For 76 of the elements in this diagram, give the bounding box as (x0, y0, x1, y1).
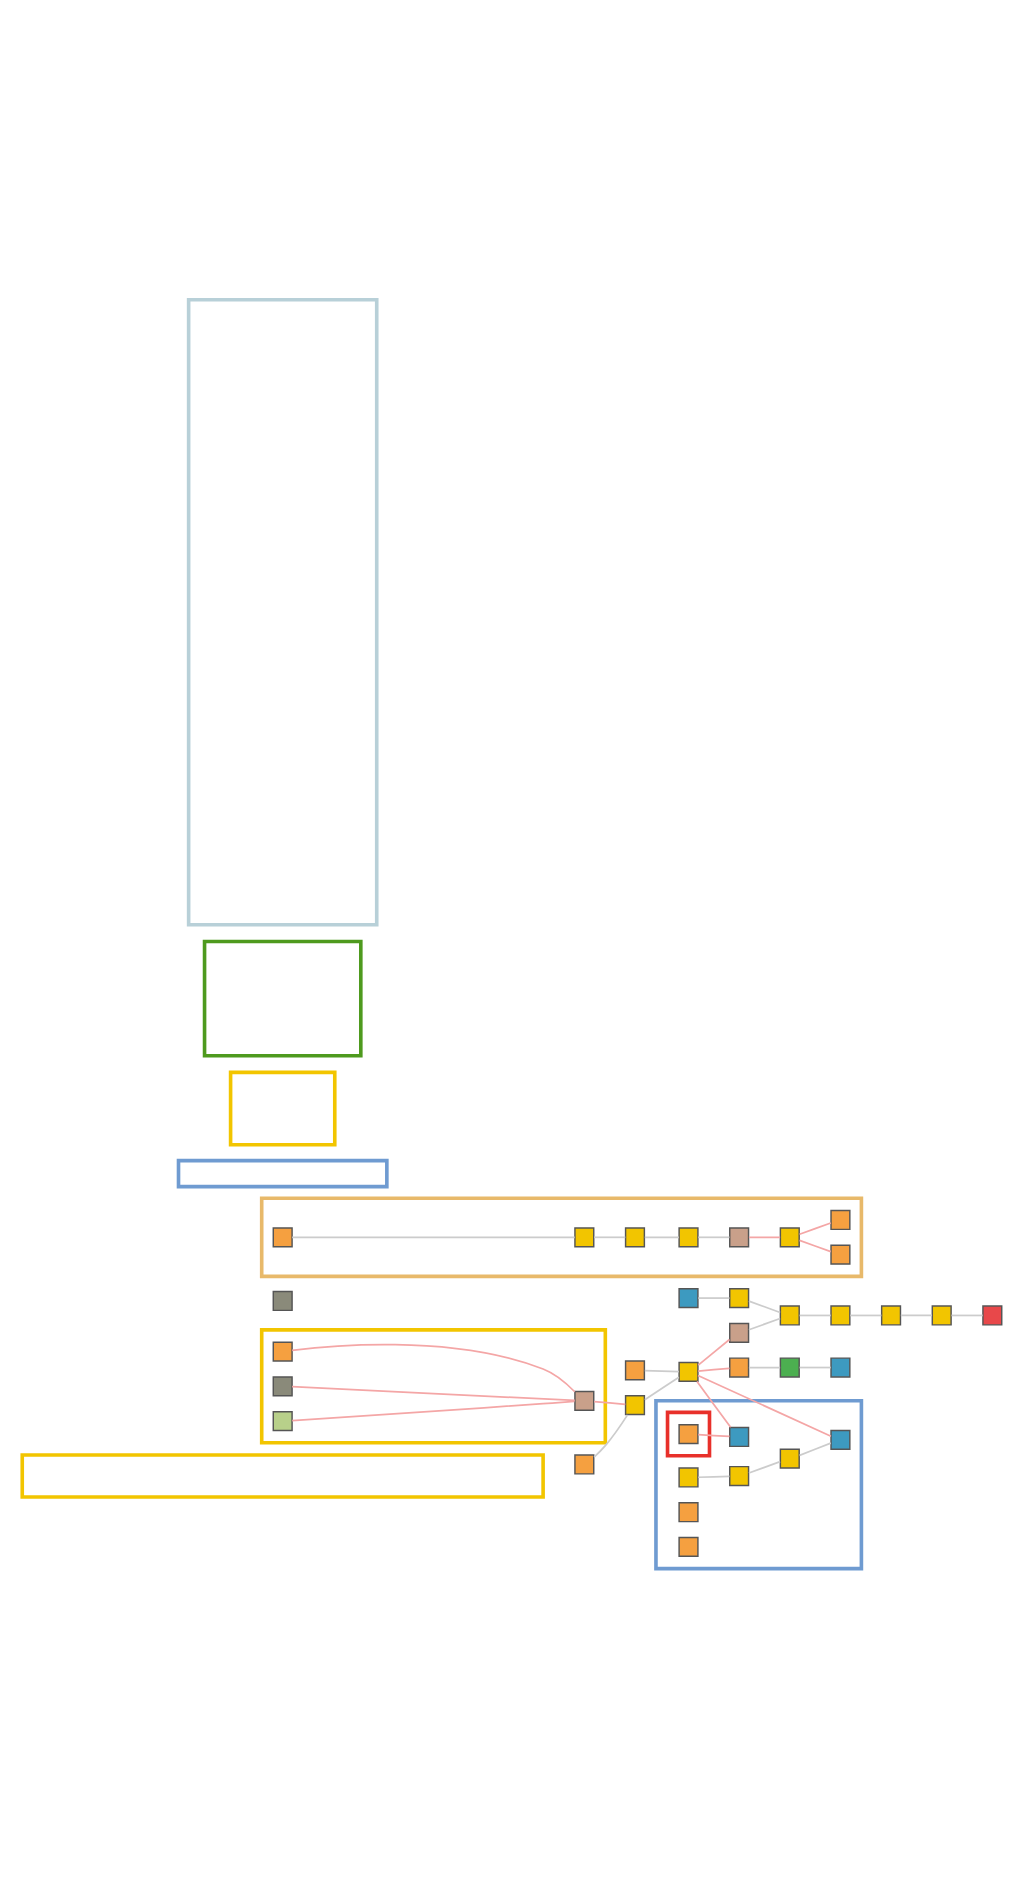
connector (798, 1442, 832, 1457)
connector (697, 1338, 731, 1366)
node-box (574, 1454, 595, 1475)
node-box (830, 1429, 851, 1450)
node-box (880, 1305, 902, 1326)
node-box (272, 1290, 293, 1312)
connector (697, 1433, 731, 1438)
connector (950, 1314, 984, 1317)
node-box (678, 1361, 699, 1382)
node-box (678, 1536, 699, 1558)
connector (696, 1380, 732, 1429)
node-box (729, 1322, 750, 1343)
node-box (272, 1341, 293, 1362)
connector (748, 1460, 781, 1474)
node-box (176, 1158, 389, 1189)
node-box (982, 1305, 1003, 1326)
node-box (228, 1070, 337, 1147)
connector (697, 1374, 832, 1438)
node-box (830, 1244, 851, 1265)
node-box (729, 1287, 750, 1309)
node-box (729, 1426, 750, 1448)
node-box (20, 1453, 545, 1499)
connector (697, 1297, 731, 1299)
connector (798, 1222, 832, 1236)
node-box (678, 1502, 699, 1523)
node-box (830, 1357, 851, 1378)
connector (291, 1385, 576, 1402)
node-box (678, 1227, 699, 1248)
connector (697, 1367, 731, 1372)
node-box (272, 1410, 293, 1432)
node-box (779, 1227, 800, 1248)
connector (748, 1366, 781, 1369)
node-box (186, 298, 379, 927)
node-box (830, 1209, 851, 1231)
connector (291, 1343, 576, 1393)
connector (697, 1236, 731, 1239)
connector (798, 1314, 832, 1317)
connector (798, 1366, 832, 1369)
connector (849, 1314, 883, 1317)
connector (643, 1369, 680, 1373)
node-box (779, 1305, 800, 1326)
node-box (202, 939, 363, 1058)
node-box (678, 1287, 699, 1309)
connector (291, 1236, 576, 1239)
connector (899, 1314, 933, 1317)
connector (748, 1300, 781, 1314)
connector (748, 1317, 781, 1331)
node-box (729, 1357, 750, 1378)
node-box (931, 1305, 952, 1326)
node-box (830, 1305, 851, 1326)
cluster (259, 1196, 864, 1279)
node-box (729, 1227, 750, 1248)
node-box (678, 1467, 699, 1488)
node-box (574, 1227, 595, 1248)
node-box (624, 1227, 646, 1248)
connector (643, 1236, 680, 1239)
node-box (272, 1227, 293, 1248)
connector (291, 1400, 576, 1422)
cluster (665, 1410, 712, 1458)
node-box (272, 1376, 293, 1397)
connector (697, 1475, 731, 1479)
connector (593, 1414, 629, 1458)
node-box (678, 1423, 699, 1445)
connector (748, 1236, 781, 1239)
connector (593, 1400, 627, 1406)
node-box (624, 1395, 646, 1416)
cluster (654, 1399, 864, 1571)
node-box (729, 1465, 750, 1487)
node-box (779, 1357, 800, 1378)
cluster (259, 1328, 608, 1445)
node-box (624, 1360, 646, 1381)
connector (643, 1376, 680, 1401)
node-box (779, 1448, 800, 1469)
node-box (574, 1390, 595, 1411)
connector (798, 1239, 832, 1253)
connector (593, 1236, 627, 1239)
